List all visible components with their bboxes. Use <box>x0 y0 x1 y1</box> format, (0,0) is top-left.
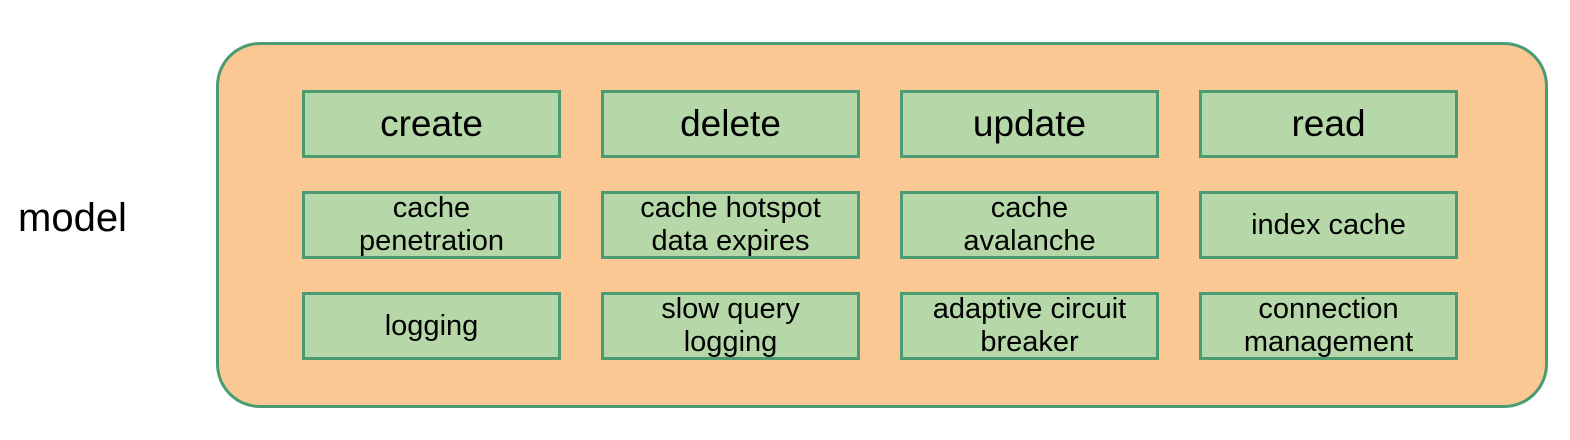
node-logging[interactable]: logging <box>302 292 561 360</box>
node-slow-query-logging[interactable]: slow query logging <box>601 292 860 360</box>
node-label: slow query logging <box>661 293 800 358</box>
node-label: update <box>972 103 1087 144</box>
model-container-panel: create delete update read cache penetrat… <box>216 42 1548 408</box>
node-cache-hotspot-data-expires[interactable]: cache hotspot data expires <box>601 191 860 259</box>
node-create[interactable]: create <box>302 90 561 158</box>
node-cache-avalanche[interactable]: cache avalanche <box>900 191 1159 259</box>
node-label: delete <box>680 103 781 144</box>
node-grid: create delete update read cache penetrat… <box>302 90 1460 360</box>
node-label: cache penetration <box>358 192 505 257</box>
node-delete[interactable]: delete <box>601 90 860 158</box>
group-label-model: model <box>18 196 127 240</box>
node-label: connection management <box>1243 293 1414 358</box>
node-label: adaptive circuit breaker <box>932 293 1127 358</box>
node-label: cache hotspot data expires <box>640 192 821 257</box>
node-label: index cache <box>1251 208 1406 241</box>
node-label: create <box>380 103 483 144</box>
node-index-cache[interactable]: index cache <box>1199 191 1458 259</box>
node-label: logging <box>384 309 479 342</box>
node-connection-management[interactable]: connection management <box>1199 292 1458 360</box>
node-cache-penetration[interactable]: cache penetration <box>302 191 561 259</box>
node-update[interactable]: update <box>900 90 1159 158</box>
node-adaptive-circuit-breaker[interactable]: adaptive circuit breaker <box>900 292 1159 360</box>
node-label: read <box>1291 103 1366 144</box>
node-label: cache avalanche <box>963 192 1096 257</box>
node-read[interactable]: read <box>1199 90 1458 158</box>
